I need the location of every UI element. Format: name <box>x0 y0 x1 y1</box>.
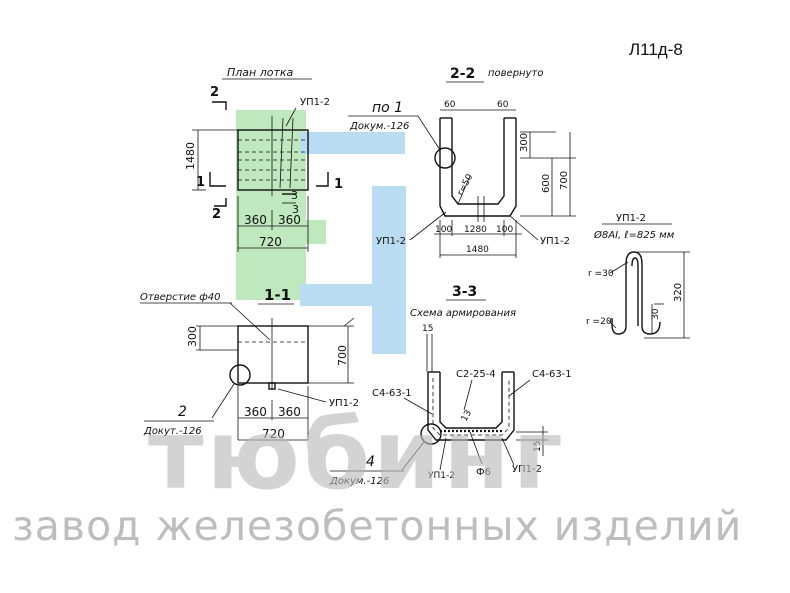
section-3-3-callout-number: 4 <box>366 454 375 470</box>
plan-section-3-bottom: 3 <box>292 203 299 216</box>
watermark-tagline: завод железобетонных изделий <box>12 502 742 550</box>
loop-detail: УП1-2 Ø8АI, ℓ=825 мм r =30 r =20 30 320 <box>586 213 690 339</box>
section-2-2-dim-1280: 1280 <box>464 225 487 235</box>
section-2-2-dim-700: 700 <box>559 171 570 190</box>
section-3-3-callout-circle <box>420 423 442 445</box>
section-1-1-part-label: УП1-2 <box>329 398 359 409</box>
section-3-3-subtitle: Схема армирования <box>410 308 516 319</box>
section-2-2-title: 2-2 <box>450 66 475 82</box>
plan-section-1-left: 1 <box>196 175 205 190</box>
section-2-2-callout-circle <box>434 147 456 169</box>
plan-part-label: УП1-2 <box>300 97 330 108</box>
watermark-logo-blue-bottom <box>300 284 406 306</box>
section-3-3: 3-3 Схема армирования 15 С2-25-4 С4-63-1… <box>329 284 572 487</box>
plan-dim-right: 360 <box>278 213 301 227</box>
section-1-1-hole-label: Отверстие ф40 <box>140 292 221 303</box>
loop-detail-r-bottom: r =20 <box>586 317 612 327</box>
watermark-logo <box>236 110 406 354</box>
section-3-3-mesh-c4-right: С4-63-1 <box>532 369 572 380</box>
sheet-code: Л11д-8 <box>629 40 683 59</box>
plan-dim-height: 1480 <box>184 142 197 170</box>
section-3-3-dim-15-side: 15 <box>533 441 543 452</box>
section-1-1-dim-300: 300 <box>186 326 199 347</box>
section-3-3-dim-15-top: 15 <box>422 324 433 334</box>
loop-detail-dim-30: 30 <box>651 308 661 320</box>
section-1-1-body <box>237 325 309 384</box>
section-3-3-part-right: УП1-2 <box>512 464 542 475</box>
loop-detail-r-top: r =30 <box>588 269 614 279</box>
section-3-3-mesh-c2: С2-25-4 <box>456 369 496 380</box>
section-2-2-callout-number: по 1 <box>372 100 403 116</box>
section-3-3-trough-inner <box>439 372 503 429</box>
section-1-1-dim-left: 360 <box>244 405 267 419</box>
watermark-logo-blue-top <box>300 132 405 154</box>
section-1-1: 1-1 Отверстие ф40 300 700 2 Докут.-126 У… <box>140 286 359 441</box>
plan-section-1-right: 1 <box>334 177 343 192</box>
section-2-2-dim-60-right: 60 <box>497 100 509 110</box>
watermark-logo-blue-bar <box>372 186 406 354</box>
section-2-2-dim-60-left: 60 <box>444 100 456 110</box>
plan-section-3-top: 3 <box>291 189 298 202</box>
section-3-3-bar-label: Ф6 <box>476 467 491 478</box>
section-1-1-title: 1-1 <box>264 286 291 304</box>
section-1-1-callout-doc: Докут.-126 <box>143 426 202 437</box>
section-3-3-title: 3-3 <box>452 284 477 300</box>
loop-detail-spec: Ø8АI, ℓ=825 мм <box>593 229 675 241</box>
plan-view: План лотка 2 2 УП1-2 3 3 1 1 <box>184 66 343 252</box>
loop-detail-dim-320: 320 <box>673 283 684 302</box>
section-1-1-dim-700: 700 <box>336 345 349 366</box>
watermark-brand: тюбинг <box>148 399 566 511</box>
section-2-2-dim-100-left: 100 <box>435 225 452 235</box>
section-2-2-callout-doc: Докум.-126 <box>349 121 409 132</box>
section-1-1-dim-total: 720 <box>262 427 285 441</box>
section-2-2-dim-300: 300 <box>519 133 530 152</box>
watermark-logo-green-mid <box>236 220 326 244</box>
loop-detail-bar-inner <box>631 257 639 326</box>
section-3-3-reinforcement <box>432 378 510 436</box>
section-3-3-callout-13: 13 <box>460 409 474 424</box>
section-2-2-dim-1480: 1480 <box>466 245 489 255</box>
loop-detail-bar-outer <box>625 251 661 335</box>
section-3-3-mesh-c4-left: С4-63-1 <box>372 388 412 399</box>
section-3-3-callout-doc: Докум.-126 <box>329 476 389 487</box>
loop-detail-bar-left <box>611 264 627 335</box>
section-2-2-r-label: r=50 <box>456 172 476 197</box>
section-1-1-callout-number: 2 <box>178 404 187 420</box>
section-2-2-part-left: УП1-2 <box>376 236 406 247</box>
section-1-1-callout-circle <box>229 364 251 386</box>
section-1-1-dim-right: 360 <box>278 405 301 419</box>
plan-dim-left: 360 <box>244 213 267 227</box>
section-2-2-subtitle: повернуто <box>488 68 543 79</box>
plan-title: План лотка <box>227 66 294 79</box>
section-3-3-part-left: УП1-2 <box>428 471 455 481</box>
section-2-2-trough-outer <box>439 118 517 217</box>
plan-section-2-bottom: 2 <box>212 207 221 222</box>
loop-detail-title: УП1-2 <box>616 213 646 224</box>
section-2-2: 2-2 повернуто по 1 Докум.-126 60 60 r=50… <box>348 66 576 258</box>
plan-section-2-top: 2 <box>210 85 219 100</box>
plan-dim-total: 720 <box>259 235 282 249</box>
section-2-2-part-right: УП1-2 <box>540 236 570 247</box>
section-2-2-dim-100-right: 100 <box>496 225 513 235</box>
section-2-2-dim-600: 600 <box>541 174 552 193</box>
section-3-3-trough-outer <box>427 372 515 441</box>
